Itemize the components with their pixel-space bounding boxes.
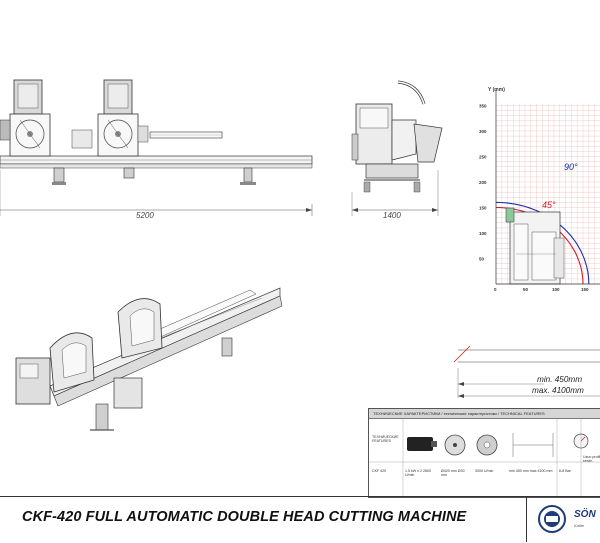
brand-tagline: Kalite	[574, 523, 585, 528]
max-cut-length: max. 4100mm	[532, 386, 584, 395]
x-tick-label: 50	[523, 287, 529, 292]
x-tick-label: 150	[581, 287, 589, 292]
spec-cut-range: min 450 mm max 4100 mm	[509, 469, 553, 473]
spec-blade: Ø420 mm Ø30 mm	[441, 469, 465, 478]
isometric-view-drawing	[15, 287, 283, 431]
x-tick-label: 0	[494, 287, 497, 292]
spec-right-col: Uzun profil kesim	[583, 455, 600, 464]
y-tick-label: 150	[479, 206, 487, 211]
side-view-drawing	[351, 80, 443, 216]
y-tick-label: 200	[479, 180, 487, 185]
angle-45-label: 45°	[542, 200, 556, 210]
document-title: CKF-420 FULL AUTOMATIC DOUBLE HEAD CUTTI…	[22, 509, 467, 525]
title-block: CKF-420 FULL AUTOMATIC DOUBLE HEAD CUTTI…	[0, 496, 600, 543]
min-cut-length: min. 450mm	[537, 375, 583, 384]
brand-name: SÖN	[574, 509, 596, 520]
y-tick-label: 250	[479, 155, 487, 160]
technical-spec-table: ТЕХНИЧЕСКИЕ ХАРАКТЕРИСТИКИ / технические…	[368, 408, 600, 498]
front-view-drawing	[0, 79, 313, 216]
spec-rpm: 3000 U/min	[475, 469, 494, 473]
brand-block: SÖN Kalite	[526, 496, 600, 542]
x-tick-label: 100	[552, 287, 560, 292]
y-tick-label: 50	[479, 257, 485, 262]
spec-table-grid	[369, 418, 600, 497]
window-profile-section	[505, 207, 565, 285]
depth-dimension: 1400	[383, 211, 401, 220]
curve-90-degree	[495, 201, 590, 285]
spec-pressure: 6-8 Bar	[559, 469, 571, 473]
y-tick-label: 300	[479, 129, 487, 134]
angle-90-label: 90°	[564, 162, 578, 172]
y-tick-label: 350	[479, 104, 487, 109]
y-axis-unit: Y (mm)	[488, 87, 505, 93]
cutting-capacity-chart: 350 300 250 200 150 100 50 0 50 100 150 Y (mm) 90°…	[479, 87, 600, 292]
company-logo-icon	[538, 505, 566, 533]
spec-table-header: ТЕХНИЧЕСКИЕ ХАРАКТЕРИСТИКИ / технические…	[369, 409, 600, 419]
y-tick-label: 100	[479, 231, 487, 236]
length-dimension: 5200	[136, 211, 154, 220]
spec-motor: 1.5 kW x 2 2800 U/min	[405, 469, 431, 478]
spec-row-label-features: ТЕХНИЧЕСКИЕ FEATURES	[372, 435, 399, 444]
spec-icons-row	[407, 433, 589, 457]
spec-row-label-model: CKF 420	[372, 469, 387, 473]
cut-length-diagram	[453, 345, 600, 398]
